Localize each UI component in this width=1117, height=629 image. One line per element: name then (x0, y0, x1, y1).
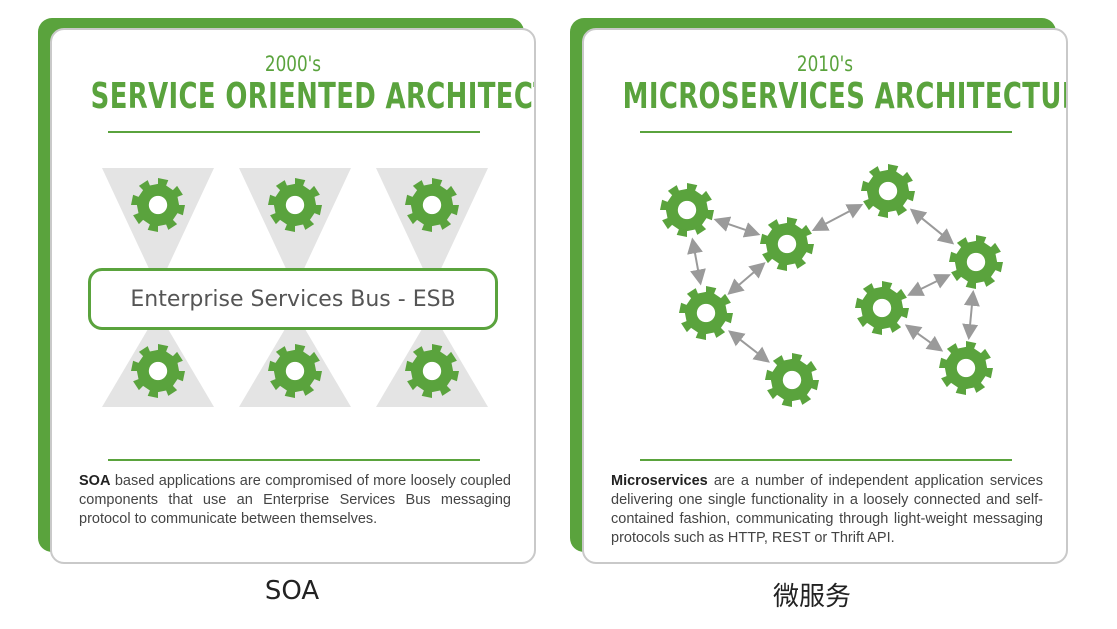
soa-description: SOA based applications are compromised o… (79, 472, 511, 529)
connection-arrow-5 (811, 204, 864, 231)
connection-arrow-3 (727, 262, 766, 295)
soa-diagram (102, 168, 488, 407)
gear-icon (679, 286, 733, 340)
soa-desc-text: based applications are compromised of mo… (79, 473, 511, 527)
connection-arrow-7 (907, 274, 951, 296)
gear-icon (131, 178, 185, 232)
connection-arrow-6 (909, 208, 955, 245)
connection-arrow-8 (962, 289, 980, 341)
gear-icon (268, 178, 322, 232)
micro-bottom-rule (640, 459, 1012, 461)
gear-icon (949, 235, 1003, 289)
gear-icon (760, 217, 814, 271)
micro-desc-text: are a number of independent application … (611, 473, 1043, 546)
micro-card: 2010's MICROSERVICES ARCHITECTURE Micros… (570, 18, 1070, 566)
micro-diagram (660, 164, 1003, 407)
soa-card: 2000's SERVICE ORIENTED ARCHITECTURE Ent… (38, 18, 538, 566)
micro-caption: 微服务 (772, 582, 851, 612)
micro-heading: MICROSERVICES ARCHITECTURE (622, 76, 1068, 117)
esb-box: Enterprise Services Bus - ESB (88, 268, 498, 330)
micro-description: Microservices are a number of independen… (611, 472, 1043, 548)
soa-panel: 2000's SERVICE ORIENTED ARCHITECTURE Ent… (50, 28, 536, 564)
gear-icon (131, 344, 185, 398)
micro-top-rule (640, 131, 1012, 133)
connection-arrow-1 (713, 216, 761, 238)
soa-desc-lead: SOA (79, 473, 111, 489)
connection-arrow-4 (728, 330, 770, 363)
gear-icon (405, 344, 459, 398)
gear-icon (660, 183, 714, 237)
gear-icon (268, 344, 322, 398)
gear-icon (855, 281, 909, 335)
soa-caption: SOA (264, 576, 320, 606)
soa-bottom-rule (108, 459, 480, 461)
soa-era: 2000's (264, 52, 322, 76)
gear-icon (405, 178, 459, 232)
soa-heading: SERVICE ORIENTED ARCHITECTURE (90, 76, 534, 117)
soa-top-rule (108, 131, 480, 133)
connection-arrow-9 (904, 324, 944, 352)
gear-icon (765, 353, 819, 407)
gear-icon (861, 164, 915, 218)
micro-panel: 2010's MICROSERVICES ARCHITECTURE Micros… (582, 28, 1068, 564)
micro-desc-lead: Microservices (611, 473, 708, 489)
gear-icon (939, 341, 993, 395)
esb-label: Enterprise Services Bus - ESB (130, 286, 456, 312)
micro-era: 2010's (796, 52, 854, 76)
connection-arrow-2 (687, 237, 706, 286)
